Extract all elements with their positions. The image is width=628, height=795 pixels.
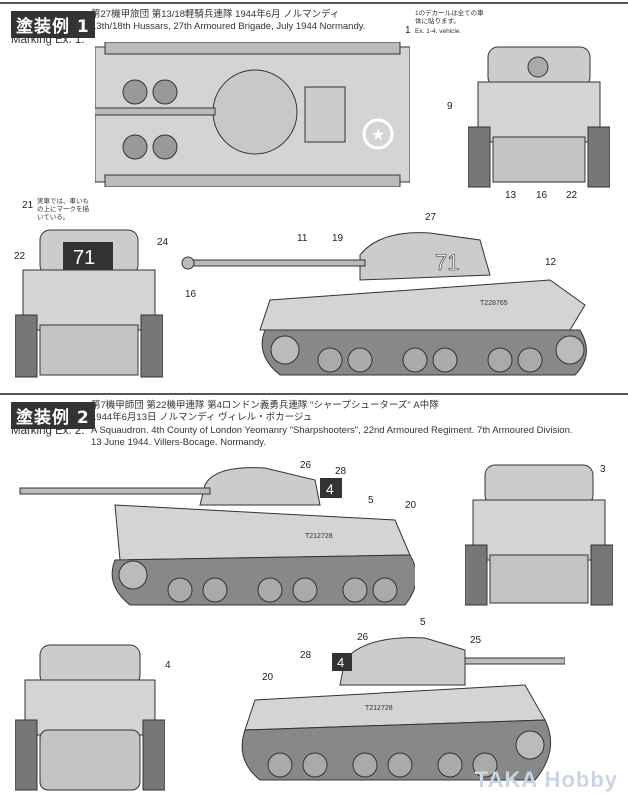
callout: 21 [22,200,34,211]
callout: 11 [297,233,308,244]
ex2-jp-caption-2: 1944年6月13日 ノルマンディ ヴィレル・ボカージュ [91,412,313,423]
ex1-note-21: 実車では、車いもの上にマークを描いている。 [37,198,89,221]
turret-number: 71 [73,247,95,269]
serial-number: T228765 [480,300,508,307]
serial-number-2: T212728 [365,705,393,712]
callout: 12 [545,257,557,268]
callout: 9 [447,101,453,112]
ex1-jp-caption: 第27機甲旅団 第13/18軽騎兵連隊 1944年6月 ノルマンディ [91,9,340,20]
callout: 16 [536,190,548,201]
ex1-note-jp: 1のデカールは全ての車体に貼ります。 [415,10,484,25]
callout: 22 [566,190,578,201]
callout: 25 [470,635,482,646]
callout: 4 [165,660,171,671]
callout: 5 [368,495,374,506]
callout: 28 [300,650,312,661]
callout: 22 [14,251,26,262]
tank-rear-view: 71 [15,229,163,378]
callout: 27 [425,212,437,223]
serial-number: T212728 [305,533,333,540]
callout: 28 [335,466,347,477]
tank-rear-view-ex2 [465,464,613,606]
marking-ex1-badge: 塗装例 1 [11,11,95,38]
callout: 26 [300,460,312,471]
tank-side-view-ex2-right: 4 T212728 [241,637,565,781]
tank-side-view: 71 T228765 [181,232,587,376]
turret-number: 4 [326,481,334,497]
ex1-en-caption: 13th/18th Hussars, 27th Armoured Brigade… [91,21,366,32]
callout: 20 [262,672,274,683]
callout: 13 [505,190,517,201]
ex2-jp-caption-1: 第7機甲師団 第22機甲連隊 第4ロンドン義勇兵連隊 "シャープシューターズ" … [91,400,439,411]
marking-ex1-label: Marking Ex. 1. [11,34,85,46]
divider [0,2,628,4]
tank-side-view-ex2: 4 T212728 [19,467,415,606]
turret-number-side: 71 [435,250,459,275]
marking-ex2-badge: 塗装例 2 [11,402,95,429]
watermark: TAKA Hobby [474,767,618,792]
ex2-en-caption-2: 13 June 1944. Villers-Bocage. Normandy. [91,437,266,448]
turret-number-2: 4 [337,655,344,670]
svg-text:★: ★ [371,127,385,144]
callout: 16 [185,289,197,300]
marking-ex2-label: Marking Ex. 2. [11,425,85,437]
callout: 26 [357,632,369,643]
tank-top-view: ★ [95,42,410,187]
callout: 3 [600,464,606,475]
tank-front-view [468,46,610,188]
section-divider [0,393,628,395]
callout: 20 [405,500,417,511]
callout: 1 [405,25,411,36]
callout: 24 [157,237,169,248]
ex1-note-en: Ex. 1-4. vehicle. [415,28,462,35]
callout: 19 [332,233,344,244]
ex2-en-caption-1: A Squaudron. 4th County of London Yeoman… [91,425,573,436]
tank-front-view-ex2 [15,644,165,791]
callout: 5 [420,617,426,628]
